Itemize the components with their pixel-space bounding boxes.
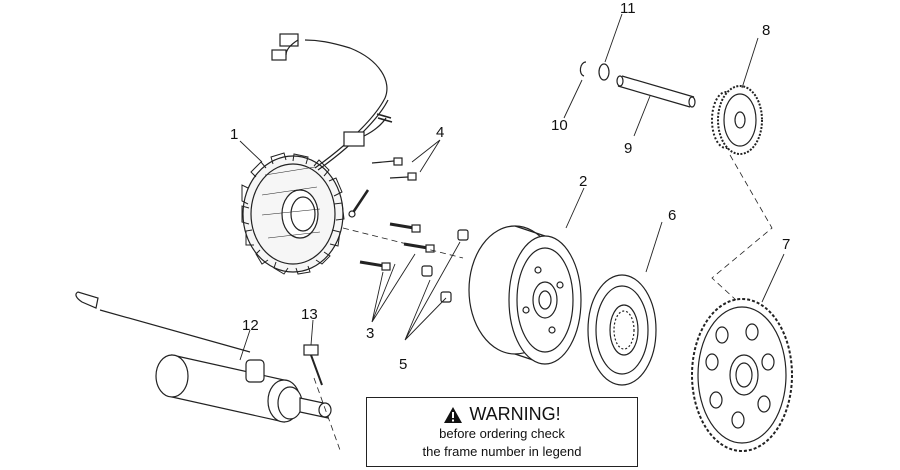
- callout-7: 7: [782, 236, 790, 253]
- screws-3: [342, 189, 464, 271]
- screws-4: [371, 157, 417, 181]
- washer-part: [598, 63, 610, 81]
- callout-3: 3: [366, 325, 374, 342]
- callout-4: 4: [436, 124, 444, 141]
- stator-part: [241, 33, 393, 275]
- dowels-5: [421, 229, 469, 303]
- idler-gear-part: [711, 85, 763, 155]
- callout-8: 8: [762, 22, 770, 39]
- starter-motor-part: [75, 291, 341, 451]
- starter-gear-part: [691, 298, 793, 452]
- rotor-part: [468, 225, 582, 365]
- shaft-part: [616, 75, 696, 108]
- warning-line-1: before ordering check: [439, 426, 565, 441]
- warning-box: WARNING! before ordering check the frame…: [366, 397, 638, 467]
- leader-lines: [239, 13, 785, 361]
- callout-11: 11: [620, 0, 636, 17]
- callout-12: 12: [242, 317, 259, 334]
- warning-title: WARNING!: [469, 404, 561, 424]
- warning-triangle-icon: [444, 406, 463, 423]
- callout-13: 13: [301, 306, 318, 323]
- callout-2: 2: [579, 173, 587, 190]
- callout-10: 10: [551, 117, 568, 134]
- freewheel-part: [587, 274, 657, 386]
- circlip-part: [579, 61, 587, 77]
- callout-6: 6: [668, 207, 676, 224]
- callout-9: 9: [624, 140, 632, 157]
- warning-title-row: WARNING!: [367, 404, 637, 425]
- callout-5: 5: [399, 356, 407, 373]
- warning-line-2: the frame number in legend: [422, 444, 582, 459]
- callout-1: 1: [230, 126, 238, 143]
